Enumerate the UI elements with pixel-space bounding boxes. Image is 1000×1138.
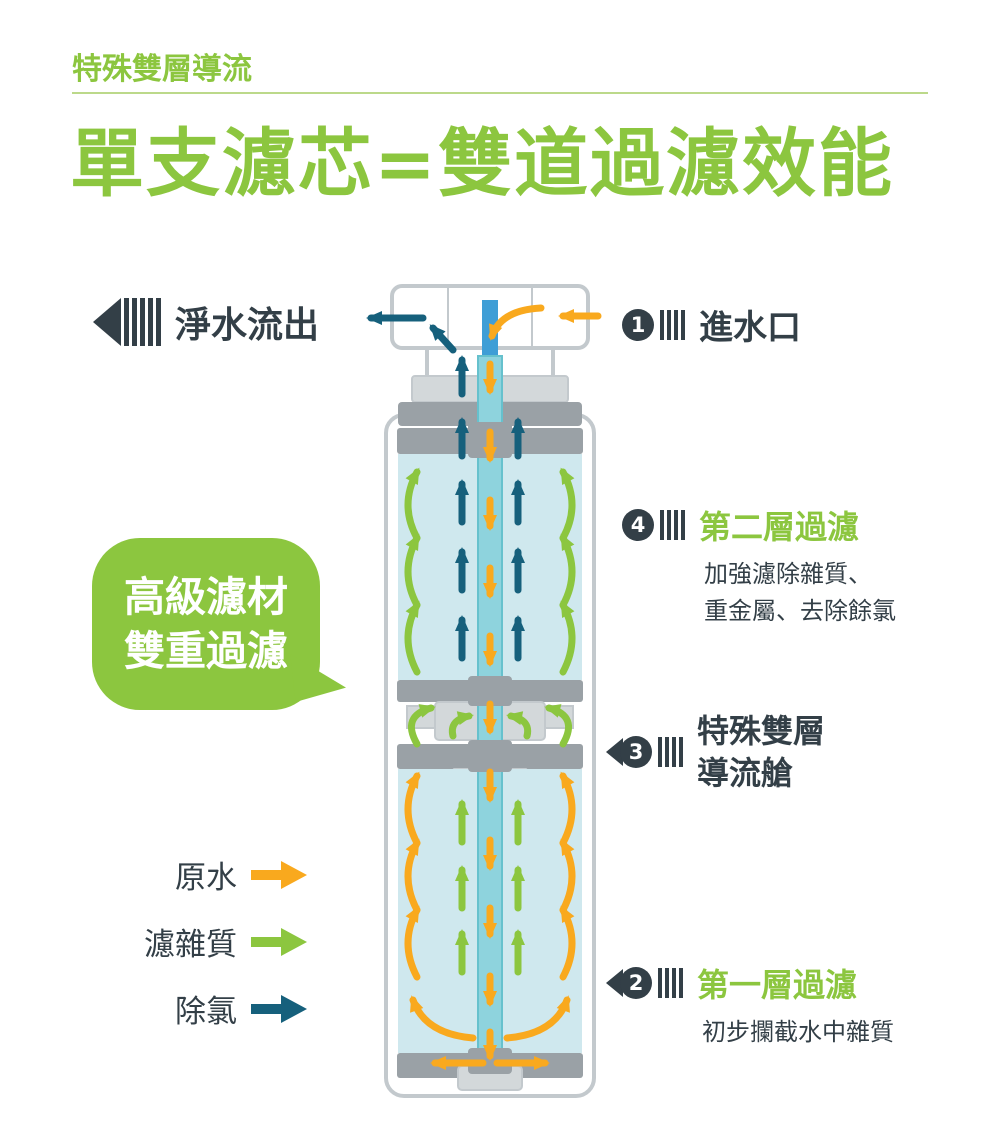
stripe (132, 298, 137, 346)
clean-water-out-text: 淨水流出 (175, 305, 320, 346)
stripe (658, 737, 662, 768)
legend-row-dechlorination: 除氯 (95, 986, 307, 1031)
second-layer-desc-line1: 加強濾除雜質、 (704, 560, 872, 588)
filter-impurities-arrow-icon (251, 927, 307, 956)
bubble-text-line2: 雙重過濾 (124, 627, 288, 675)
legend-label-filter-impurities: 濾雜質 (144, 927, 237, 963)
stripe (148, 298, 153, 346)
raw-water-arrow-icon (251, 860, 307, 889)
clean-water-out-label: 淨水流出 (93, 296, 319, 348)
stripe (665, 968, 669, 998)
badge-3-left-arrowhead-icon (606, 738, 623, 767)
stripe (674, 309, 678, 340)
stripe-bars-icon (660, 309, 685, 340)
badge-3: 3 (606, 736, 683, 769)
inlet-text: 進水口 (699, 308, 801, 348)
stripe (672, 968, 676, 998)
left-arrowhead-icon (93, 298, 121, 346)
stripe (660, 510, 664, 540)
badge-3-number: 3 (620, 736, 652, 769)
speech-bubble: 高級濾材 雙重過濾 (92, 538, 346, 710)
stripe (665, 737, 669, 768)
bubble-text-line1: 高級濾材 (124, 572, 288, 621)
badge-4: 4 (622, 509, 685, 541)
stripe-bars-icon (660, 510, 685, 540)
speech-bubble-tail (290, 654, 346, 702)
stripe (667, 510, 671, 540)
flow-legend: 原水 濾雜質 除氯 (95, 852, 307, 1031)
inlet-label: 1 進水口 (622, 300, 801, 349)
stripe (679, 737, 683, 768)
stripe (140, 298, 145, 346)
legend-label-dechlorination: 除氯 (175, 994, 237, 1030)
second-layer-description: 加強濾除雜質、 重金屬、去除餘氯 (704, 556, 896, 630)
stripe (124, 298, 129, 346)
second-layer-desc-line2: 重金屬、去除餘氯 (704, 597, 896, 626)
stripe (667, 309, 671, 340)
first-layer-annotation: 2 第一層過濾 初步攔截水中雜質 (606, 960, 894, 1051)
clean-water-arrow-icon (93, 298, 161, 346)
dechlorinated-water-flow-arrows (366, 311, 525, 662)
badge-1: 1 (622, 308, 685, 341)
dechlorination-arrow-icon (251, 994, 307, 1023)
badge-1-number: 1 (622, 308, 654, 341)
legend-row-filter-impurities: 濾雜質 (95, 919, 307, 964)
stripe-bars-icon (658, 968, 683, 998)
second-layer-title: 第二層過濾 (699, 508, 860, 546)
stripe-bars-icon (658, 737, 683, 768)
flow-chamber-title: 特殊雙層 導流艙 (697, 710, 825, 794)
stripe (674, 510, 678, 540)
filter-housing (384, 284, 596, 1098)
page-title: 單支濾芯=雙道過濾效能 (70, 121, 895, 207)
header-divider (72, 92, 928, 94)
second-layer-annotation: 4 第二層過濾 加強濾除雜質、 重金屬、去除餘氯 (622, 502, 896, 630)
stripe (681, 309, 685, 340)
stripe (672, 737, 676, 768)
legend-label-raw-water: 原水 (175, 860, 237, 896)
flow-chamber-title-line1: 特殊雙層 (697, 712, 826, 750)
first-layer-title: 第一層過濾 (697, 966, 858, 1004)
eyebrow-title: 特殊雙層導流 (72, 52, 252, 87)
legend-row-raw-water: 原水 (95, 852, 307, 897)
stripe (156, 298, 161, 346)
badge-2-number: 2 (620, 967, 652, 999)
flow-chamber-annotation: 3 特殊雙層 導流艙 (606, 710, 825, 794)
badge-2: 2 (606, 967, 683, 999)
flow-chamber-title-line2: 導流艙 (697, 754, 794, 793)
badge-4-number: 4 (622, 509, 654, 541)
stripe (679, 968, 683, 998)
filtered-water-flow-arrows (404, 467, 576, 976)
raw-water-flow-arrows (404, 304, 602, 1070)
stripe-bars-icon (124, 298, 161, 346)
stripe (658, 968, 662, 998)
stripe (660, 309, 664, 340)
filter-cartridge-diagram (366, 284, 602, 1098)
first-layer-description: 初步攔截水中雜質 (702, 1018, 894, 1046)
stripe (681, 510, 685, 540)
badge-2-left-arrowhead-icon (606, 969, 623, 997)
